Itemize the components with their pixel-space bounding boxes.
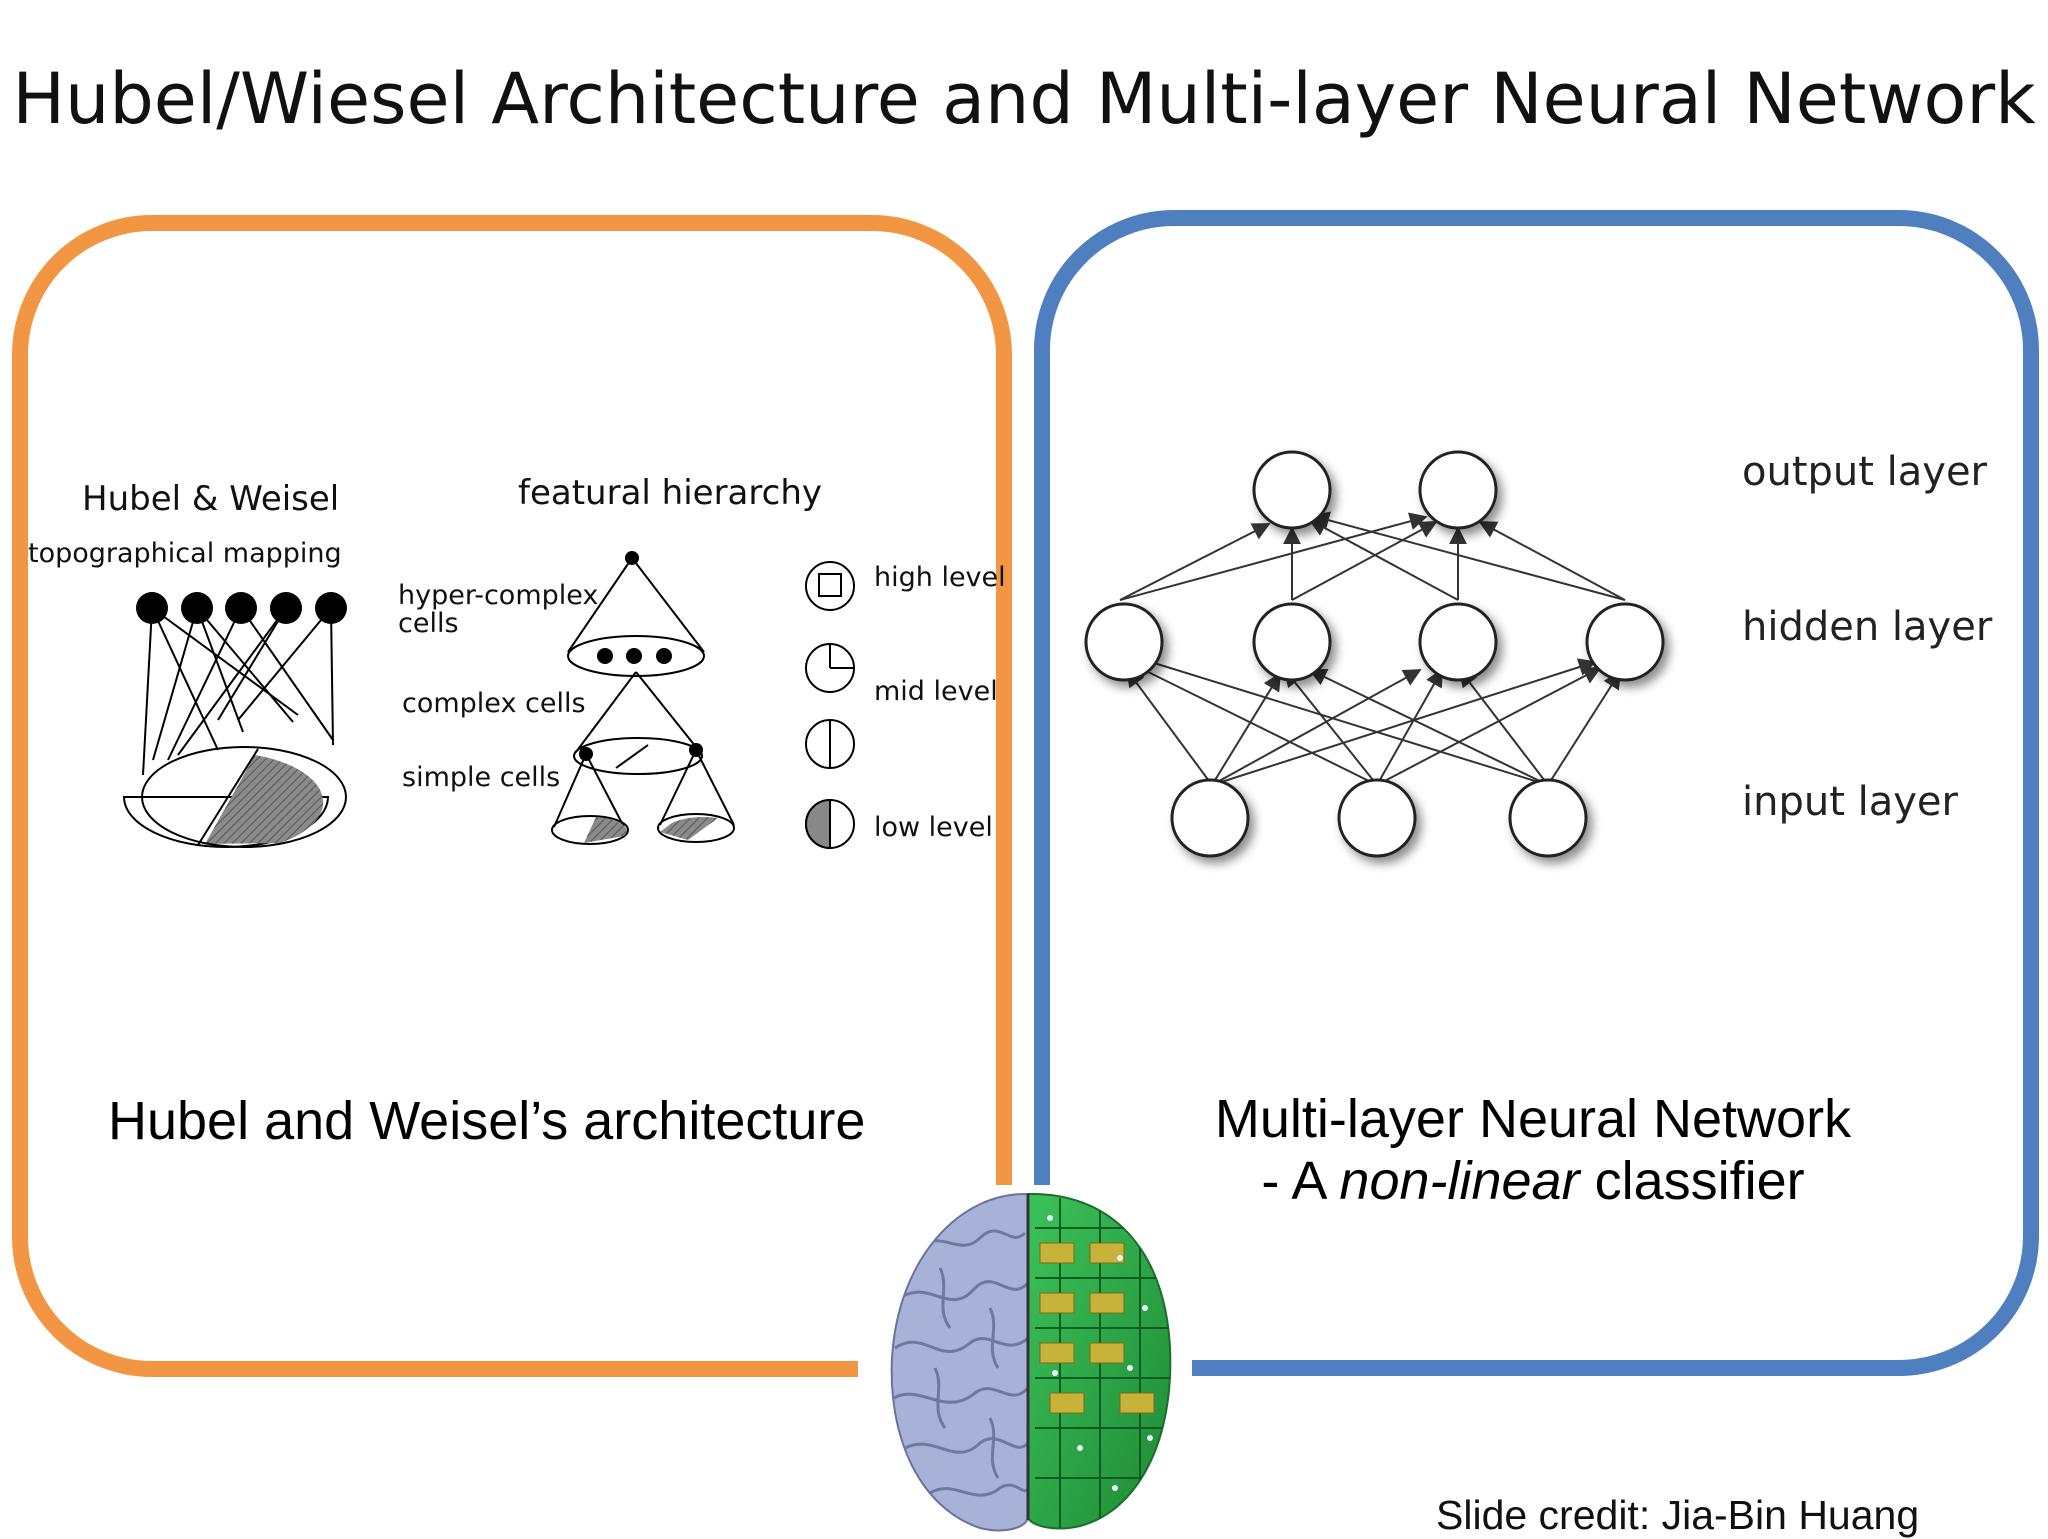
brain-circuit-icon: [890, 1192, 1172, 1532]
slide-title: Hubel/Wiesel Architecture and Multi-laye…: [12, 58, 2036, 140]
level-icons: [805, 561, 855, 850]
input-layer-label: input layer: [1742, 779, 1959, 825]
simple-cells-label: simple cells: [402, 762, 560, 793]
hidden-node: [1585, 602, 1665, 682]
hierarchy-dots: [579, 551, 703, 761]
output-layer-label: output layer: [1742, 449, 1988, 495]
hidden-layer-label: hidden layer: [1742, 604, 1993, 650]
input-node: [1508, 778, 1588, 858]
hubel-weisel-caption: Hubel and Weisel’s architecture: [108, 1091, 866, 1151]
topographical-mapping-label: topographical mapping: [28, 538, 342, 569]
output-node: [1252, 450, 1332, 530]
complex-cells-label: complex cells: [402, 688, 586, 719]
hubel-weisel-panel: [12, 215, 1012, 1377]
hidden-node: [1252, 602, 1332, 682]
hidden-node: [1418, 602, 1498, 682]
hubel-weisel-diagram: Hubel & Weisel topographical mapping fea…: [28, 473, 1006, 850]
mid-level-label: mid level: [874, 676, 998, 707]
network-connections: [1119, 511, 1626, 786]
caption-line-1: Multi-layer Neural Network: [1214, 1089, 1852, 1149]
input-node: [1337, 778, 1417, 858]
high-level-label: high level: [874, 562, 1006, 593]
topographical-mapping-figure: [122, 607, 347, 848]
hidden-node: [1084, 602, 1164, 682]
network-nodes: [1084, 450, 1665, 858]
hyper-complex-label: hyper-complex: [398, 580, 598, 611]
hubel-weisel-heading: Hubel & Weisel: [82, 479, 339, 519]
caption-prefix: - A: [1261, 1151, 1340, 1211]
caption-line-2: - A non-linear classifier: [1070, 1150, 1996, 1212]
slide-credit: Slide credit: Jia-Bin Huang: [1436, 1492, 1920, 1538]
featural-hierarchy-figure: [551, 557, 735, 845]
caption-emphasis: non-linear: [1339, 1151, 1580, 1211]
cells-label: cells: [398, 608, 459, 639]
mapping-dots: [136, 592, 347, 624]
neural-network-diagram: output layer hidden layer input layer: [1084, 449, 1993, 858]
neural-network-caption: Multi-layer Neural Network - A non-linea…: [1070, 1088, 1996, 1212]
output-node: [1418, 450, 1498, 530]
low-level-label: low level: [874, 812, 993, 843]
neural-network-panel: [1034, 210, 2039, 1376]
input-node: [1170, 778, 1250, 858]
featural-hierarchy-title: featural hierarchy: [518, 473, 822, 513]
caption-suffix: classifier: [1579, 1151, 1805, 1211]
